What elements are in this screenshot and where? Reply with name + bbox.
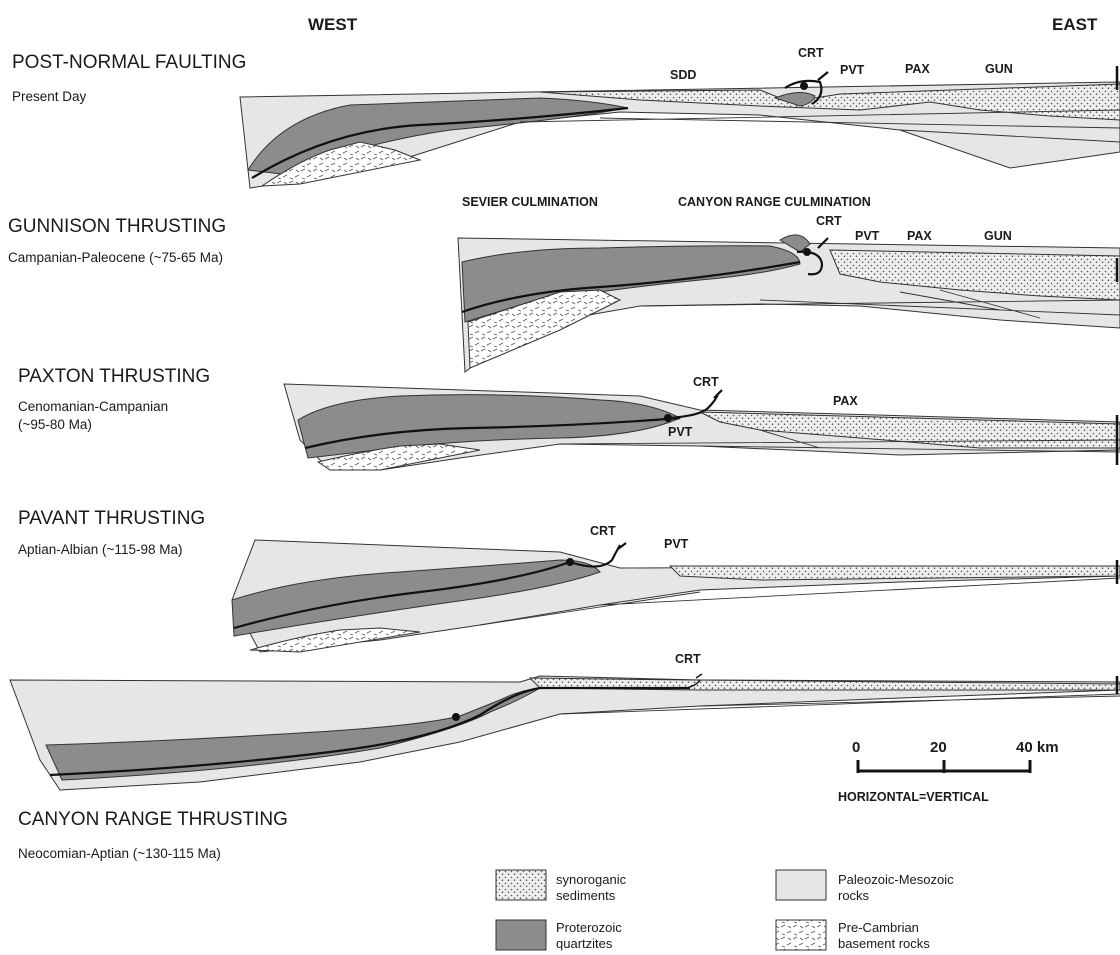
scale-tick-40: 40 km [1016,739,1059,756]
west-label: WEST [308,15,358,34]
legend-swatch-paleozoic [776,870,826,900]
legend-basement-line-1: Pre-Cambrian [838,920,919,935]
panel-canyon-range-thrusting: CRT CANYON RANGE THRUSTING Neocomian-Apt… [10,652,1120,861]
scale-note: HORIZONTAL=VERTICAL [838,790,989,804]
label-crt: CRT [590,524,616,538]
legend: synoroganic sediments Paleozoic-Mesozoic… [496,870,954,951]
legend-synorogenic-line-2: sediments [556,888,616,903]
panel-title: PAXTON THRUSTING [18,366,210,387]
panel-subtitle: Neocomian-Aptian (~130-115 Ma) [18,846,221,861]
label-crt: CRT [798,46,824,60]
panel-pavant-thrusting: PAVANT THRUSTING Aptian-Albian (~115-98 … [18,508,1120,652]
label-pax: PAX [833,394,858,408]
label-gun: GUN [984,229,1012,243]
label-canyon-range-culmination: CANYON RANGE CULMINATION [678,195,871,209]
panel-title: CANYON RANGE THRUSTING [18,809,288,830]
label-sevier-culmination: SEVIER CULMINATION [462,195,598,209]
label-pvt: PVT [664,537,689,551]
legend-paleozoic-line-2: rocks [838,888,870,903]
panel-subtitle: Campanian-Paleocene (~75-65 Ma) [8,250,223,265]
panel-title: GUNNISON THRUSTING [8,216,226,237]
panel-post-normal-faulting: POST-NORMAL FAULTING Present Day SDD CRT… [12,46,1120,188]
scale-tick-0: 0 [852,739,860,756]
legend-swatch-basement [776,920,826,950]
legend-swatch-proterozoic [496,920,546,950]
panel-subtitle: Present Day [12,89,87,104]
label-pvt: PVT [840,63,865,77]
label-crt: CRT [816,214,842,228]
scale-tick-20: 20 [930,739,947,756]
legend-proterozoic-line-2: quartzites [556,936,613,951]
legend-basement-line-2: basement rocks [838,936,930,951]
legend-synorogenic-line-1: synoroganic [556,872,627,887]
label-crt: CRT [693,375,719,389]
panel-subtitle-line-2: (~95-80 Ma) [18,417,92,432]
legend-proterozoic-line-1: Proterozoic [556,920,622,935]
panel-subtitle-line-1: Cenomanian-Campanian [18,399,168,414]
east-label: EAST [1052,15,1098,34]
panel-title: POST-NORMAL FAULTING [12,52,246,73]
scale-bar: 0 20 40 km HORIZONTAL=VERTICAL [838,739,1059,804]
label-pax: PAX [907,229,932,243]
panel-paxton-thrusting: PAXTON THRUSTING Cenomanian-Campanian (~… [18,366,1120,470]
label-sdd: SDD [670,68,696,82]
label-crt: CRT [675,652,701,666]
label-pax: PAX [905,62,930,76]
legend-swatch-synorogenic [496,870,546,900]
label-pvt: PVT [668,425,693,439]
label-pvt: PVT [855,229,880,243]
panel-title: PAVANT THRUSTING [18,508,205,529]
label-gun: GUN [985,62,1013,76]
panel-subtitle: Aptian-Albian (~115-98 Ma) [18,542,182,557]
legend-paleozoic-line-1: Paleozoic-Mesozoic [838,872,954,887]
panel-gunnison-thrusting: SEVIER CULMINATION CANYON RANGE CULMINAT… [8,195,1120,372]
